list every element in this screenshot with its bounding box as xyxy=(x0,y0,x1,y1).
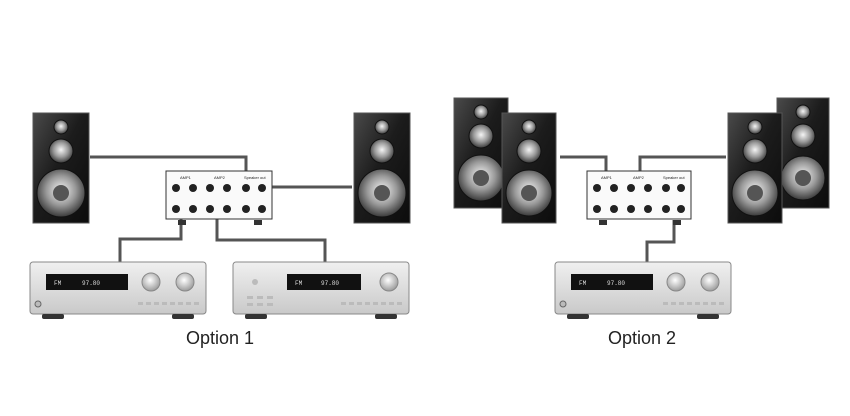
switch-label-amp2: AMP2 xyxy=(214,175,226,180)
cable-switch-to-amp xyxy=(645,220,676,262)
amp3-display-band: FM xyxy=(579,280,587,287)
caption-option-1: Option 1 xyxy=(185,328,255,348)
cable-switch-to-amp1 xyxy=(118,218,183,262)
cable-left-speakers-to-switch xyxy=(560,155,608,176)
switch2-label-speaker: Speaker out xyxy=(663,175,685,180)
speaker-option2-left-front xyxy=(501,112,557,224)
speaker-option2-right-front xyxy=(727,112,783,224)
switch2-label-amp2: AMP2 xyxy=(633,175,645,180)
switch-terminals-bottom xyxy=(172,205,266,213)
switch-terminals-top xyxy=(172,184,266,192)
switch2-terminals-bottom xyxy=(593,205,685,213)
speaker-option1-right xyxy=(353,112,411,224)
amp2-display-band: FM xyxy=(295,280,303,287)
switch-label-amp1: AMP1 xyxy=(180,175,192,180)
cable-right-speakers-to-switch xyxy=(638,155,726,176)
caption-option-2: Option 2 xyxy=(607,328,677,348)
switch-label-speaker: Speaker out xyxy=(244,175,266,180)
amplifier-option1-a: FM 97.80 xyxy=(29,261,207,319)
amplifier-option2: FM 97.80 xyxy=(554,261,732,319)
cable-switch-to-amp2 xyxy=(215,218,327,262)
speaker-option2-left-back xyxy=(453,97,509,209)
speaker-switch-option1: AMP1 AMP2 Speaker out xyxy=(165,170,273,225)
speaker-option2-right-back xyxy=(776,97,830,209)
switch2-label-amp1: AMP1 xyxy=(601,175,613,180)
amp3-display-freq: 97.80 xyxy=(607,280,625,287)
cable-group xyxy=(90,155,726,262)
amp-display-band: FM xyxy=(54,280,62,287)
speaker-switch-option2: AMP1 AMP2 Speaker out xyxy=(586,170,692,225)
amp2-display-freq: 97.80 xyxy=(321,280,339,287)
speaker-option1-left xyxy=(32,112,90,224)
amplifier-option1-b: FM 97.80 xyxy=(232,261,410,319)
cable-left-speaker-to-switch xyxy=(90,155,248,176)
switch2-terminals-top xyxy=(593,184,685,192)
amp-display-freq: 97.80 xyxy=(82,280,100,287)
